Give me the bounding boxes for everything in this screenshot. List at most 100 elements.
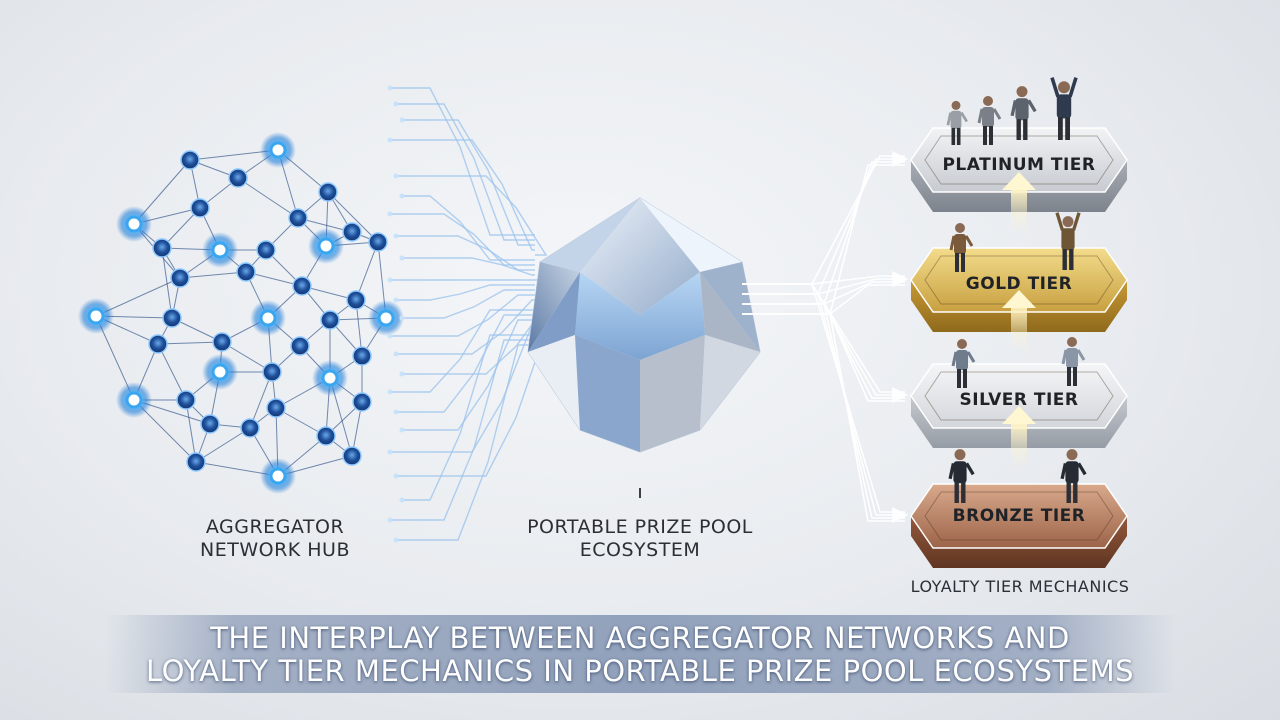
person-arm xyxy=(992,108,1002,120)
person-leg xyxy=(1073,482,1078,503)
tier-arrow-line xyxy=(742,155,905,285)
person-arm xyxy=(977,108,984,124)
person-head xyxy=(951,100,961,110)
circuit-dot xyxy=(393,101,399,107)
tier-platform-side xyxy=(911,160,1127,212)
person-head xyxy=(1016,86,1028,98)
network-node xyxy=(318,182,338,202)
circuit-path xyxy=(402,257,535,276)
tier-arrow-line xyxy=(742,293,909,523)
network-node xyxy=(262,362,282,382)
tier-up-arrow-head xyxy=(1002,172,1036,190)
network-edge xyxy=(355,241,379,301)
tier-up-arrow-icon xyxy=(1002,172,1036,234)
person-arm xyxy=(966,351,976,363)
tier-label-bronze: BRONZE TIER xyxy=(952,506,1086,526)
circuit-path xyxy=(396,175,548,256)
network-edge xyxy=(237,177,299,219)
aggregator-hub-label: AGGREGATOR NETWORK HUB xyxy=(150,516,400,562)
person-figure-platinum xyxy=(946,100,968,145)
person-torso xyxy=(950,110,962,129)
tier-up-arrow-head xyxy=(1002,290,1036,308)
network-node xyxy=(292,276,312,296)
circuit-dot xyxy=(387,517,393,523)
circuit-dot xyxy=(387,333,393,339)
network-node-bright xyxy=(317,237,335,255)
tier-up-arrow-icon xyxy=(1002,406,1036,468)
person-leg xyxy=(961,482,966,503)
tier-up-arrow-head xyxy=(1002,406,1036,424)
network-node xyxy=(266,398,286,418)
network-node xyxy=(200,414,220,434)
person-torso xyxy=(1056,94,1072,119)
tier-platforms xyxy=(910,77,1128,568)
circuit-dot xyxy=(387,137,393,143)
person-head xyxy=(1066,449,1078,461)
tier-arrow-line xyxy=(742,293,909,403)
circuit-dot xyxy=(399,315,405,321)
circuit-dot xyxy=(393,409,399,415)
circuit-path xyxy=(396,284,535,301)
circuit-dot xyxy=(393,473,399,479)
tier-platform-platinum xyxy=(910,127,1128,212)
circuit-dot xyxy=(387,211,393,217)
circuit-dot xyxy=(399,193,405,199)
title-line-2: LOYALTY TIER MECHANICS IN PORTABLE PRIZE… xyxy=(145,654,1135,688)
person-arm xyxy=(1061,349,1068,365)
prize-pool-label-line1: PORTABLE PRIZE POOL xyxy=(527,516,753,538)
tier-connection-arrows xyxy=(742,151,909,523)
network-node xyxy=(320,310,340,330)
person-arm xyxy=(951,351,958,367)
prize-pool-label-line2: ECOSYSTEM xyxy=(579,539,701,561)
circuit-path xyxy=(396,235,535,271)
network-node-bright xyxy=(87,307,105,325)
person-torso xyxy=(1015,98,1029,121)
tier-arrow-line xyxy=(742,313,905,402)
person-figure-platinum xyxy=(977,96,1002,145)
tier-platform-side xyxy=(911,516,1127,568)
network-node xyxy=(170,268,190,288)
title-banner xyxy=(105,615,1175,693)
network-node xyxy=(352,346,372,366)
network-node xyxy=(316,426,336,446)
network-node xyxy=(288,208,308,228)
tier-platform-inset xyxy=(924,491,1114,541)
tier-platform-bronze xyxy=(910,483,1128,568)
tier-platform-side xyxy=(911,396,1127,448)
circuit-path xyxy=(390,294,535,337)
network-node xyxy=(190,198,210,218)
tier-arrow-line xyxy=(742,283,905,393)
tier-up-arrow-shaft xyxy=(1011,306,1027,352)
network-node-bright xyxy=(211,241,229,259)
person-figure-platinum xyxy=(1050,77,1078,140)
person-leg xyxy=(955,253,959,272)
tier-platform-inset xyxy=(924,371,1114,421)
circuit-dot xyxy=(399,497,405,503)
circuit-path xyxy=(396,344,535,541)
circuit-path xyxy=(390,87,535,236)
person-arm xyxy=(1055,212,1065,231)
circuit-path xyxy=(396,103,535,241)
person-arm xyxy=(1060,463,1068,480)
circuit-path xyxy=(402,195,535,261)
network-node xyxy=(240,418,260,438)
network-node xyxy=(290,336,310,356)
person-leg xyxy=(1069,249,1074,270)
aggregator-hub-label-line1: AGGREGATOR xyxy=(205,516,345,538)
tier-label-silver: SILVER TIER xyxy=(959,390,1079,410)
person-figure-bronze xyxy=(1060,449,1087,503)
network-node xyxy=(352,392,372,412)
tier-up-arrow-shaft xyxy=(1011,188,1027,234)
circuit-dot xyxy=(387,389,393,395)
network-node xyxy=(236,262,256,282)
circuit-path xyxy=(390,213,535,266)
aggregator-network-graph xyxy=(78,132,404,494)
tier-platform-side xyxy=(911,280,1127,332)
person-arm xyxy=(960,111,968,123)
person-torso xyxy=(982,107,994,127)
network-edge xyxy=(195,427,251,463)
circuit-dot xyxy=(399,427,405,433)
network-node xyxy=(162,308,182,328)
person-leg xyxy=(1066,482,1071,503)
